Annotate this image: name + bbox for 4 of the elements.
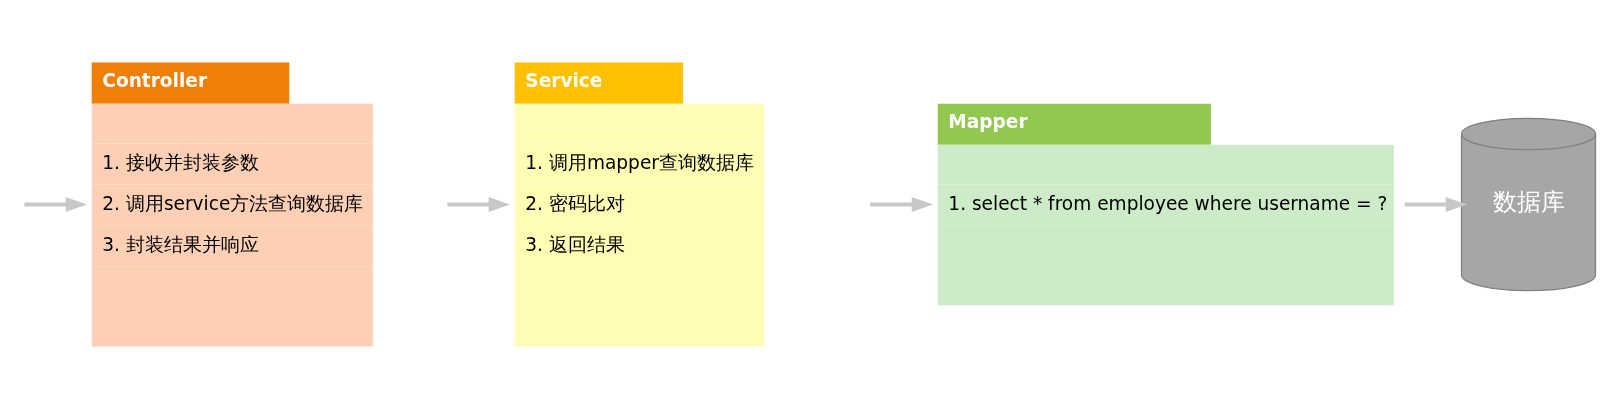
arrow [24, 197, 87, 212]
arrow [1404, 197, 1467, 212]
arrow [870, 197, 934, 212]
arrow [447, 197, 510, 212]
